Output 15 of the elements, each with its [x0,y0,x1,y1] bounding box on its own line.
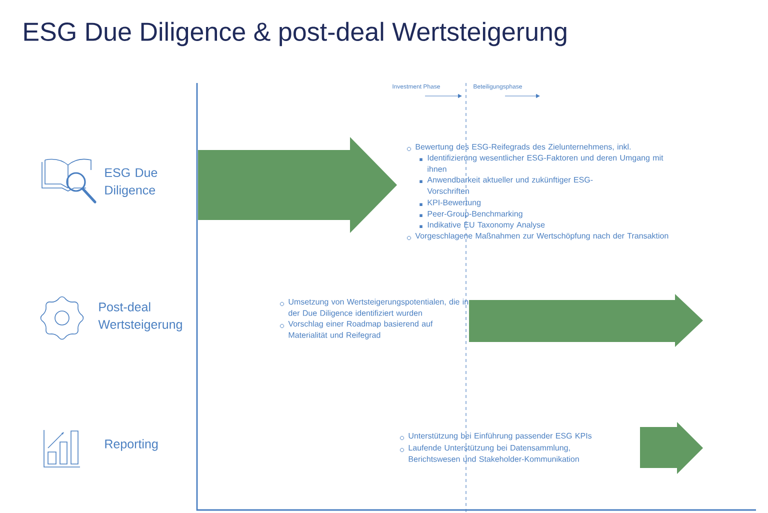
bullet-item: Bewertung des ESG-Reifegrads des Zielunternehmens, inkl. [406,144,631,152]
category-label: Post-deal Wertsteigerung [98,302,182,332]
title: ESG Due Diligence & post-deal Wertsteigerung [24,22,566,46]
bullet-item: Peer-Group-Benchmarking [420,210,522,218]
bullet-item: Umsetzung von Wertsteigerungspotentialen, die in der Due Diligence identifiziert wurden [280,298,468,318]
bullet-item: Indikative EU Taxonomy Analyse [420,222,545,230]
category-label: Reporting [105,439,158,451]
bullet-item: Laufende Unterstützung bei Datensammlung, Berichtswesen und Stakeholder-Kommunikation [400,444,579,462]
bullet-item: Anwendbarkeit aktueller und zukünftiger ESG-Vorschriften [420,176,593,194]
category-label: ESG Due Diligence [105,168,158,197]
bullet-item: KPI-Bewertung [420,200,480,207]
bullet-item: Vorschlag einer Roadmap basierend auf Materialität und Reifegrad [280,320,433,340]
bullet-item: Vorgeschlagene Maßnahmen zur Wertschöpfung nach der Transaktion [406,232,668,240]
bullet-item: Unterstützung bei Einführung passender ESG KPIs [400,432,592,440]
bullet-item: Identifizierung wesentlicher ESG-Faktoren und deren Umgang mit ihnen [420,154,664,172]
